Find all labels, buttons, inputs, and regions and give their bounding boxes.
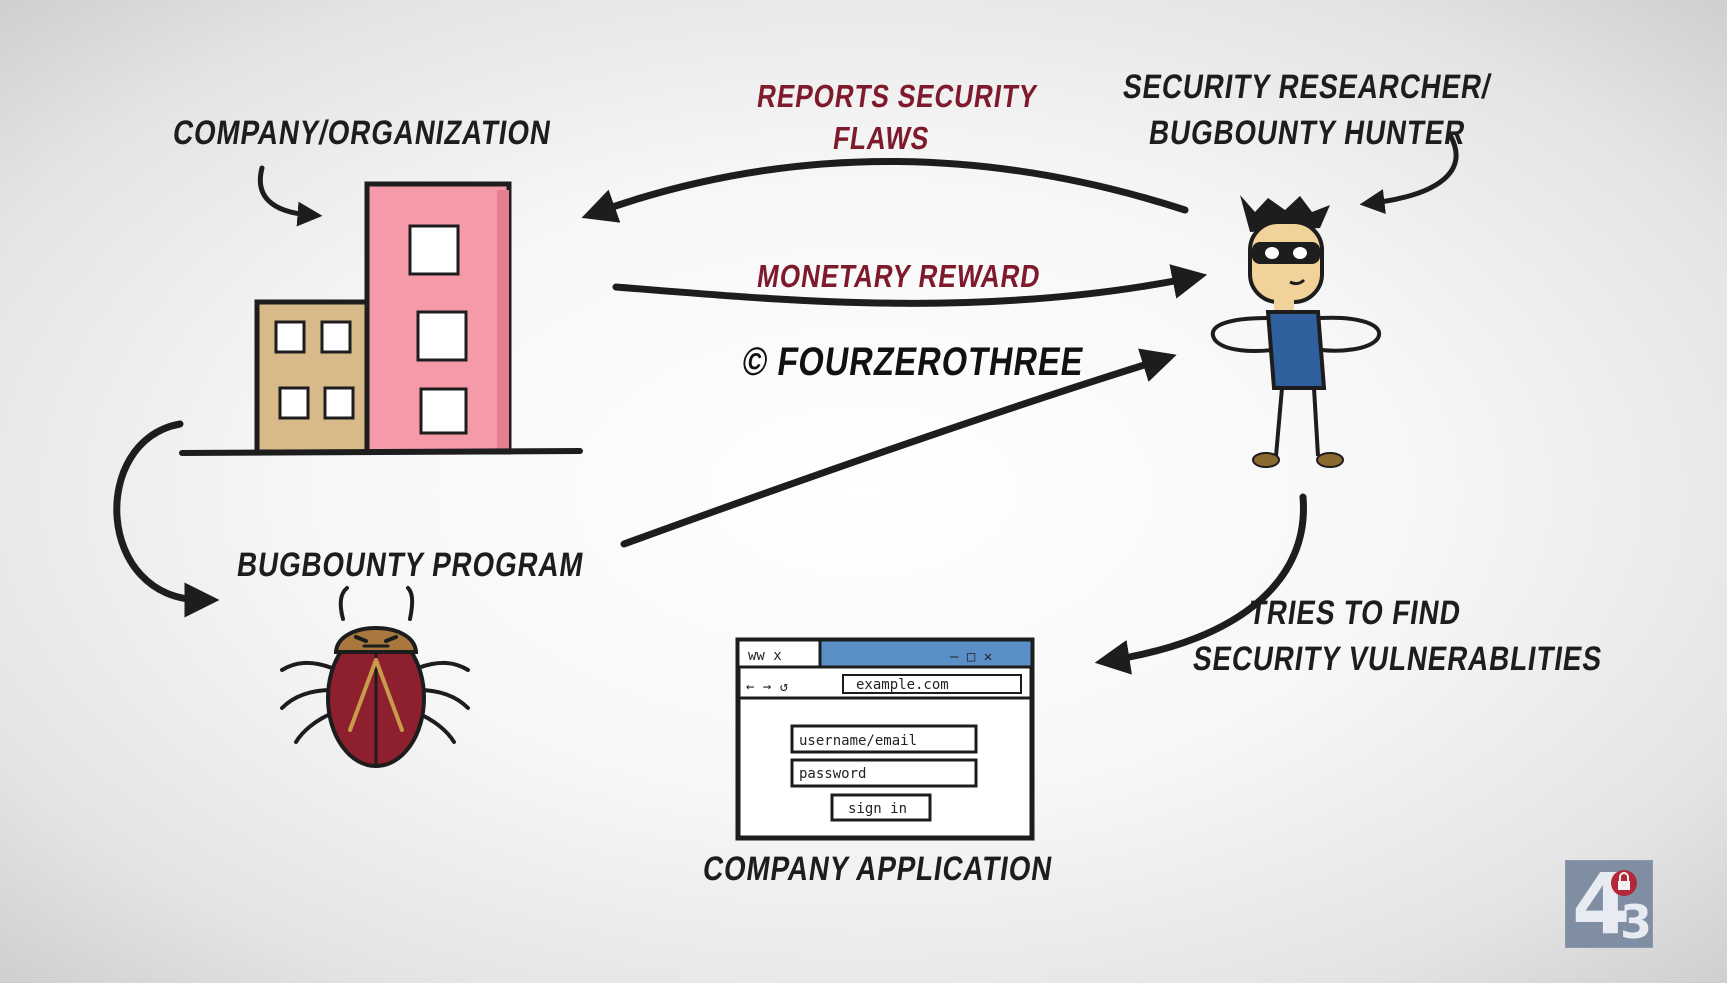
arrow-monetary-reward	[612, 264, 1208, 307]
browser-window	[735, 637, 1035, 841]
bug-icon	[280, 586, 470, 768]
copyright-watermark: © FOURZEROTHREE	[739, 340, 1087, 384]
reports-label-line1: REPORTS SECURITY	[754, 78, 1040, 114]
arrow-company-to-program	[113, 420, 220, 618]
arrow-company-label	[257, 165, 323, 227]
tries-label-line2: SECURITY VULNERABLITIES	[1190, 640, 1605, 678]
window-controls: – □ ✕	[950, 649, 992, 665]
browser-url: example.com	[856, 677, 949, 693]
nav-icons: ← → ↺	[746, 679, 789, 695]
researcher-figure	[1211, 195, 1382, 468]
signin-button: sign in	[848, 801, 907, 817]
researcher-label-line1: SECURITY RESEARCHER/	[1120, 68, 1494, 106]
researcher-label-line2: BUGBOUNTY HUNTER	[1146, 114, 1469, 152]
logo-43: 4 3	[1565, 855, 1653, 953]
arrow-program-to-researcher	[620, 348, 1177, 548]
building-icon	[179, 181, 583, 456]
arrow-researcher-label	[1359, 132, 1459, 214]
arrows	[113, 132, 1459, 675]
lock-icon	[1611, 870, 1637, 896]
browser-tab-text: ww x	[748, 648, 782, 664]
arrow-reports-flaws	[581, 157, 1189, 223]
tries-label-line1: TRIES TO FIND	[1246, 594, 1464, 632]
arrow-researcher-to-app	[1094, 493, 1307, 675]
company-label: COMPANY/ORGANIZATION	[170, 114, 554, 152]
logo-digit-right: 3	[1620, 895, 1653, 949]
reports-label-line2: FLAWS	[830, 120, 932, 156]
program-label: BUGBOUNTY PROGRAM	[234, 546, 587, 584]
username-field: username/email	[799, 733, 917, 749]
reward-label: MONETARY REWARD	[754, 258, 1043, 294]
password-field: password	[799, 766, 866, 782]
application-label: COMPANY APPLICATION	[700, 850, 1056, 888]
